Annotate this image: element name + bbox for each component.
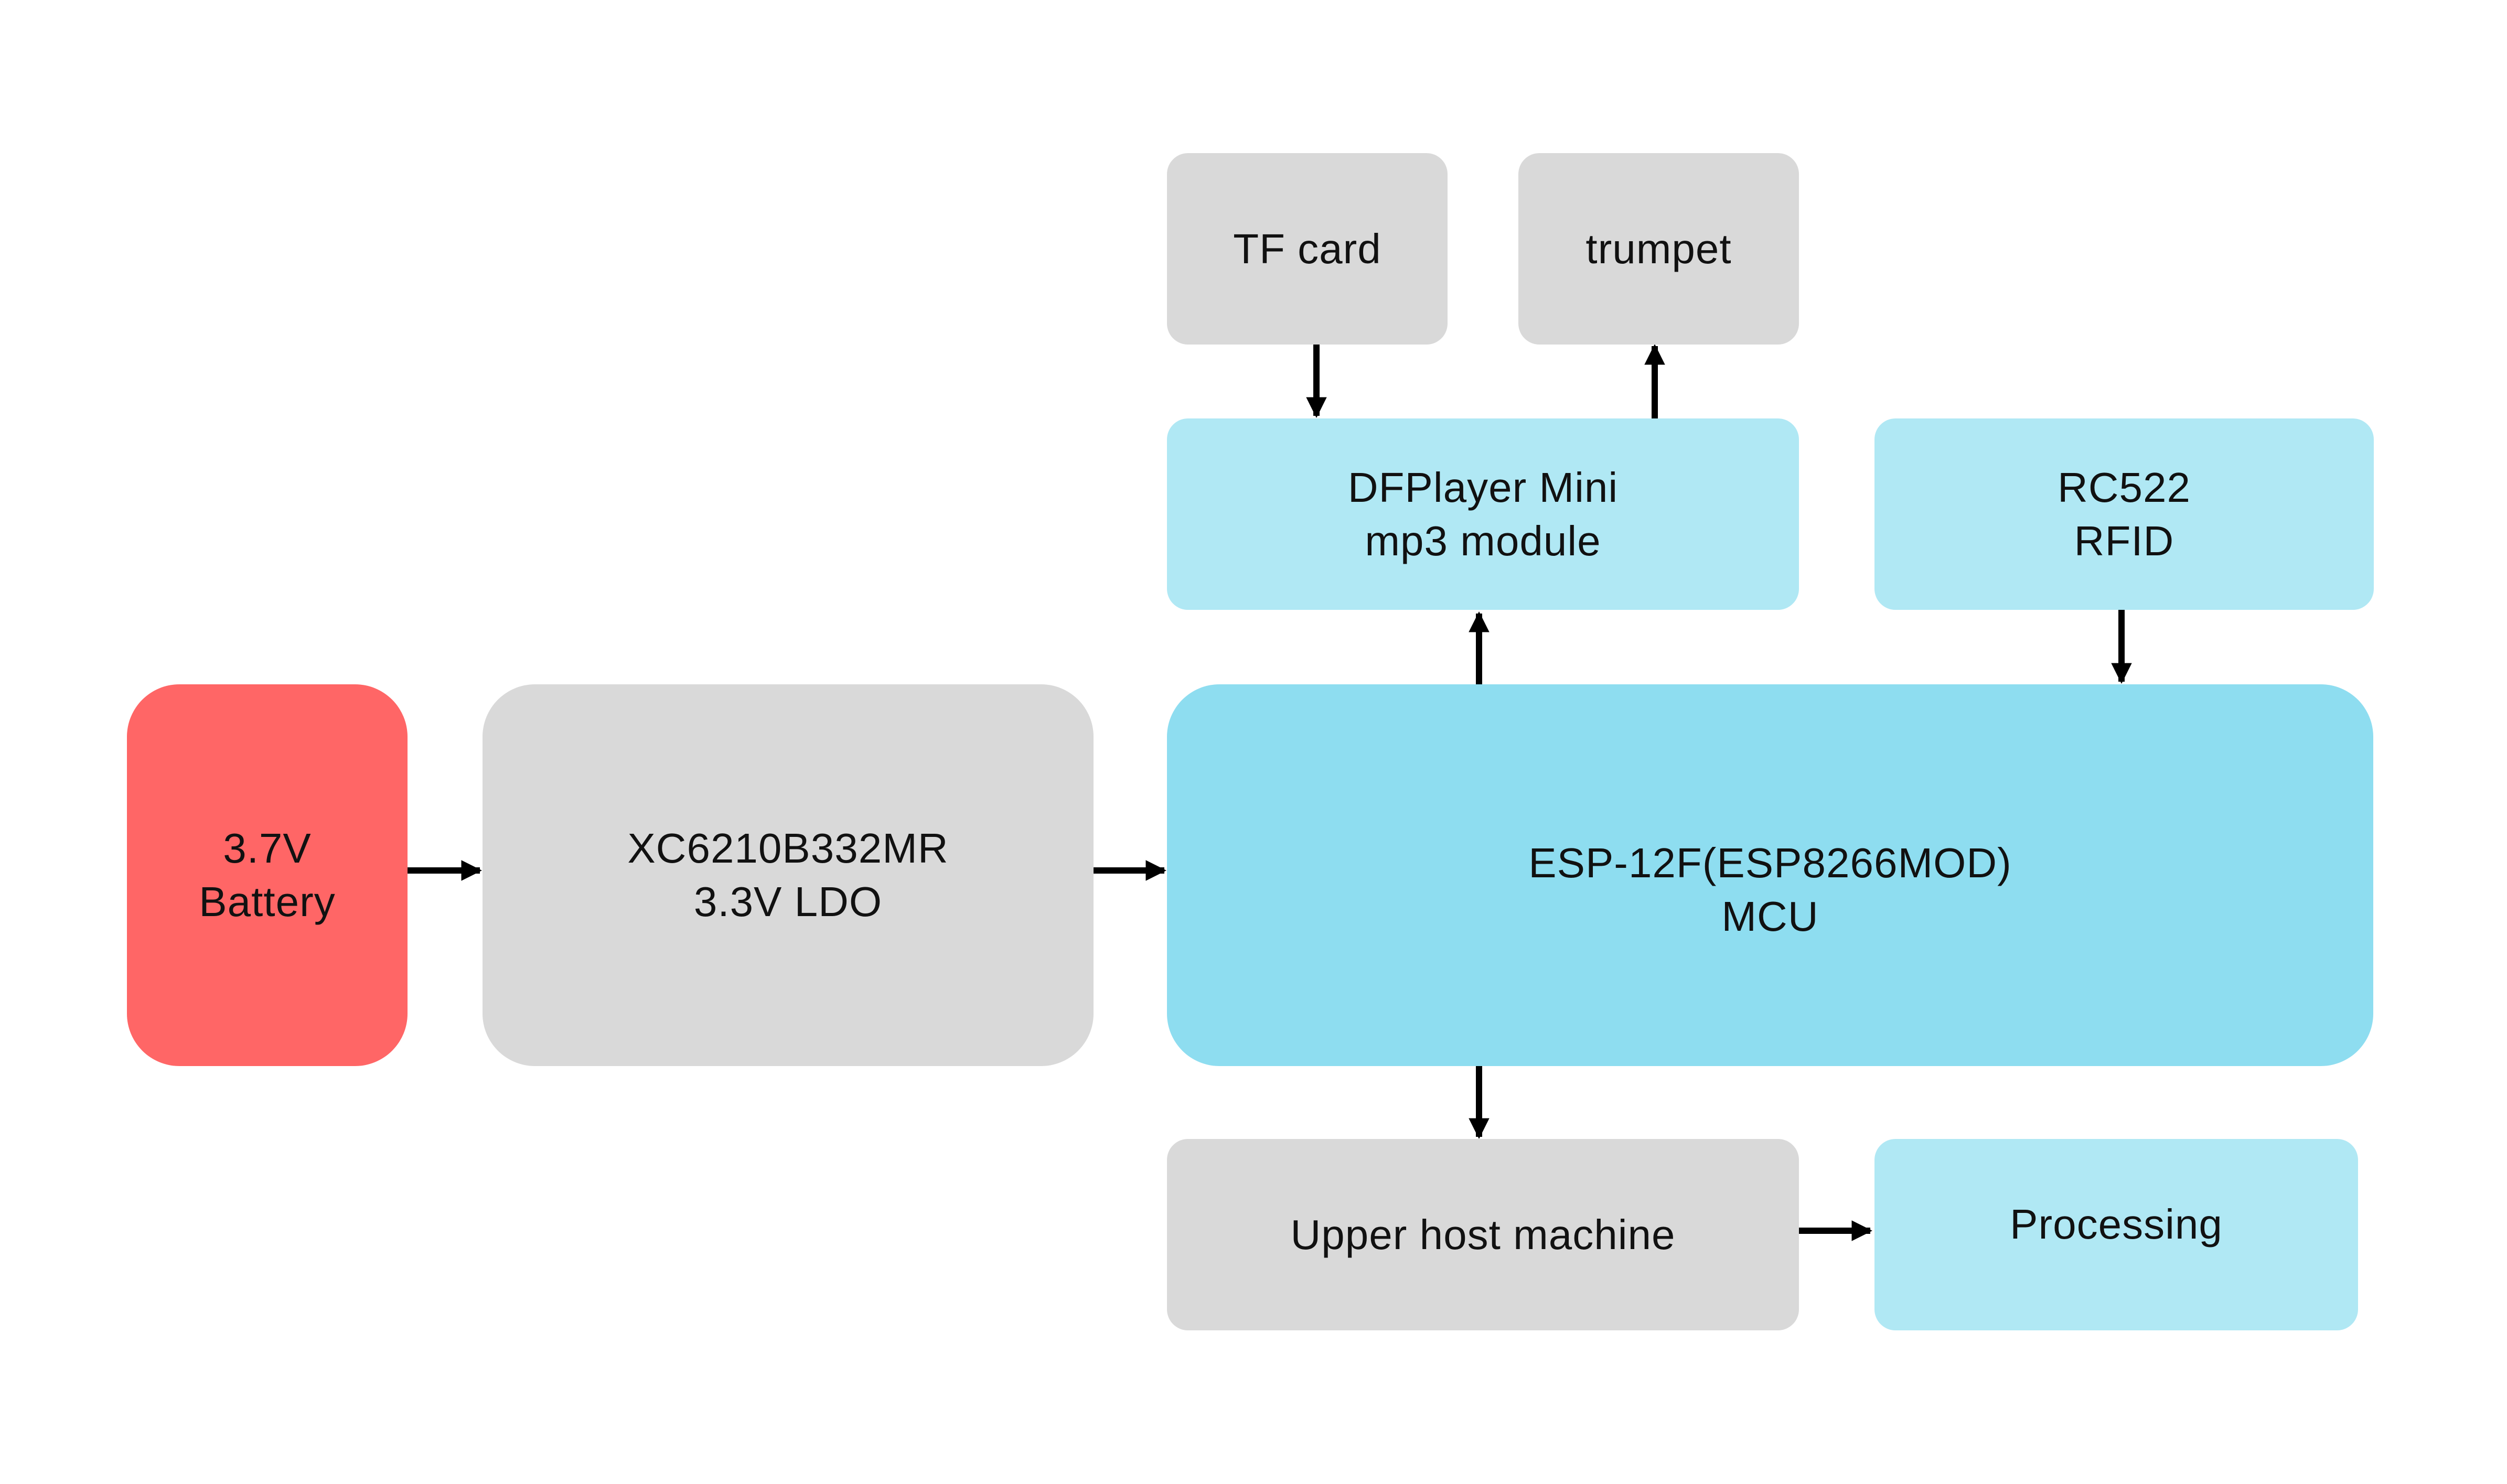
rfid-line1: RC522	[2057, 464, 2191, 511]
battery-line1: 3.7V	[223, 825, 312, 872]
host-label: Upper host machine	[1290, 1211, 1676, 1258]
processing-node: Processing	[1874, 1139, 2358, 1330]
trumpet-node: trumpet	[1518, 153, 1799, 345]
mcu-node: ESP-12F(ESP8266MOD) MCU	[1167, 684, 2373, 1066]
rfid-node: RC522 RFID	[1874, 418, 2374, 610]
battery-node: 3.7V Battery	[127, 684, 408, 1066]
mcu-line2: MCU	[1721, 893, 1819, 940]
dfplayer-line2: mp3 module	[1365, 517, 1601, 564]
trumpet-label: trumpet	[1585, 225, 1732, 272]
dfplayer-line1: DFPlayer Mini	[1347, 464, 1619, 511]
ldo-node: XC6210B332MR 3.3V LDO	[483, 684, 1094, 1066]
tf-card-label: TF card	[1233, 225, 1381, 272]
rfid-line2: RFID	[2074, 517, 2174, 564]
mcu-line1: ESP-12F(ESP8266MOD)	[1528, 840, 2012, 886]
dfplayer-node: DFPlayer Mini mp3 module	[1167, 418, 1799, 610]
processing-label: Processing	[2010, 1200, 2223, 1248]
tf-card-node: TF card	[1167, 153, 1448, 345]
ldo-line1: XC6210B332MR	[627, 825, 949, 872]
host-node: Upper host machine	[1167, 1139, 1799, 1330]
ldo-line2: 3.3V LDO	[693, 878, 883, 925]
battery-line2: Battery	[199, 878, 336, 925]
